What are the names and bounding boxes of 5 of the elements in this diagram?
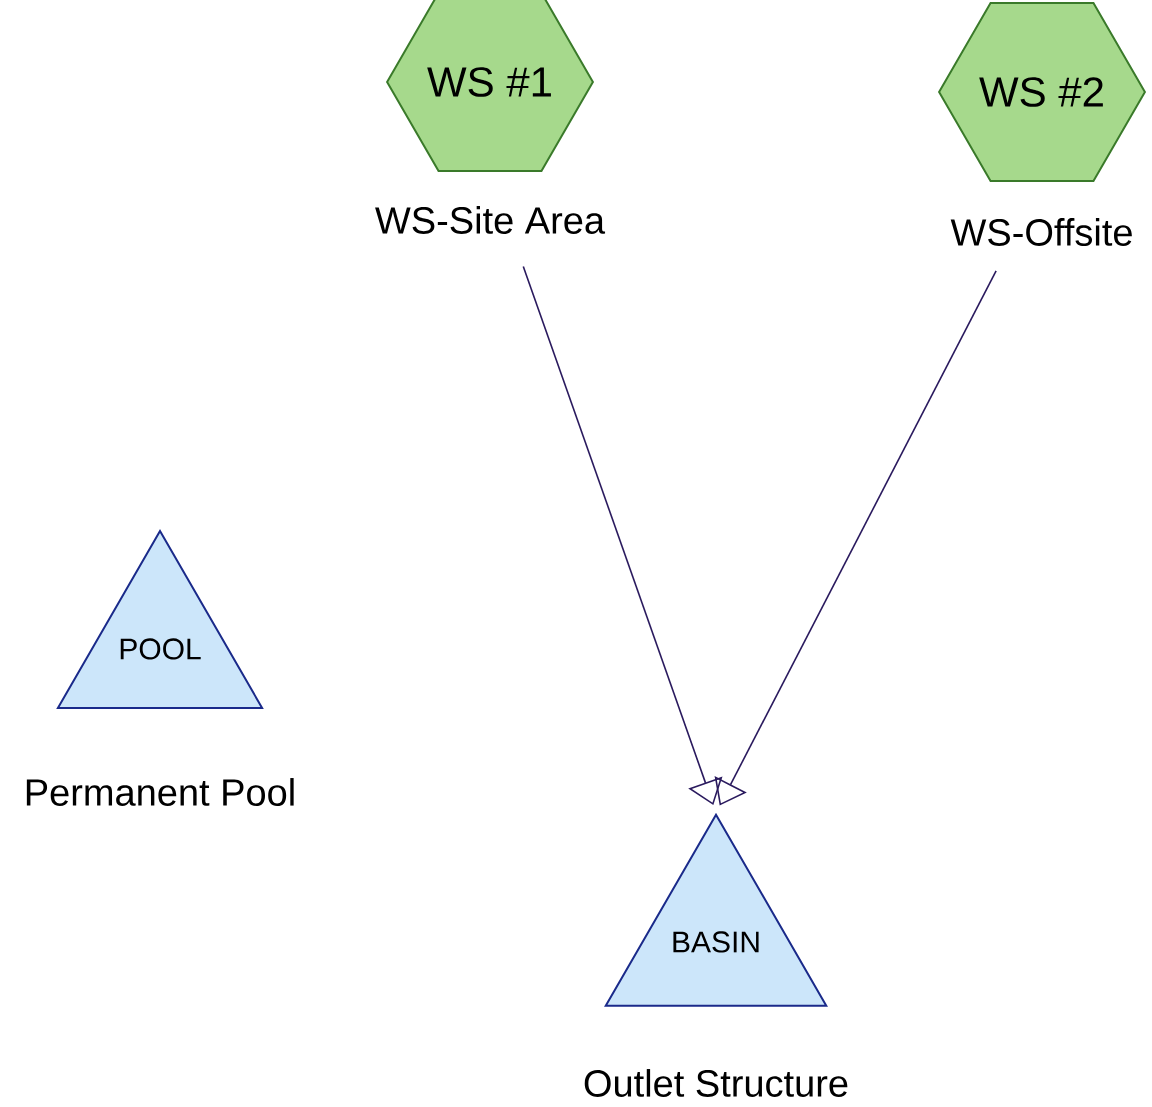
node-caption: WS-Site Area [375, 206, 606, 234]
node-caption: Permanent Pool [26, 778, 294, 806]
node-caption: WS-Offsite [950, 218, 1132, 246]
node-caption: Outlet Structure [584, 1069, 848, 1097]
arrow [714, 270, 997, 806]
